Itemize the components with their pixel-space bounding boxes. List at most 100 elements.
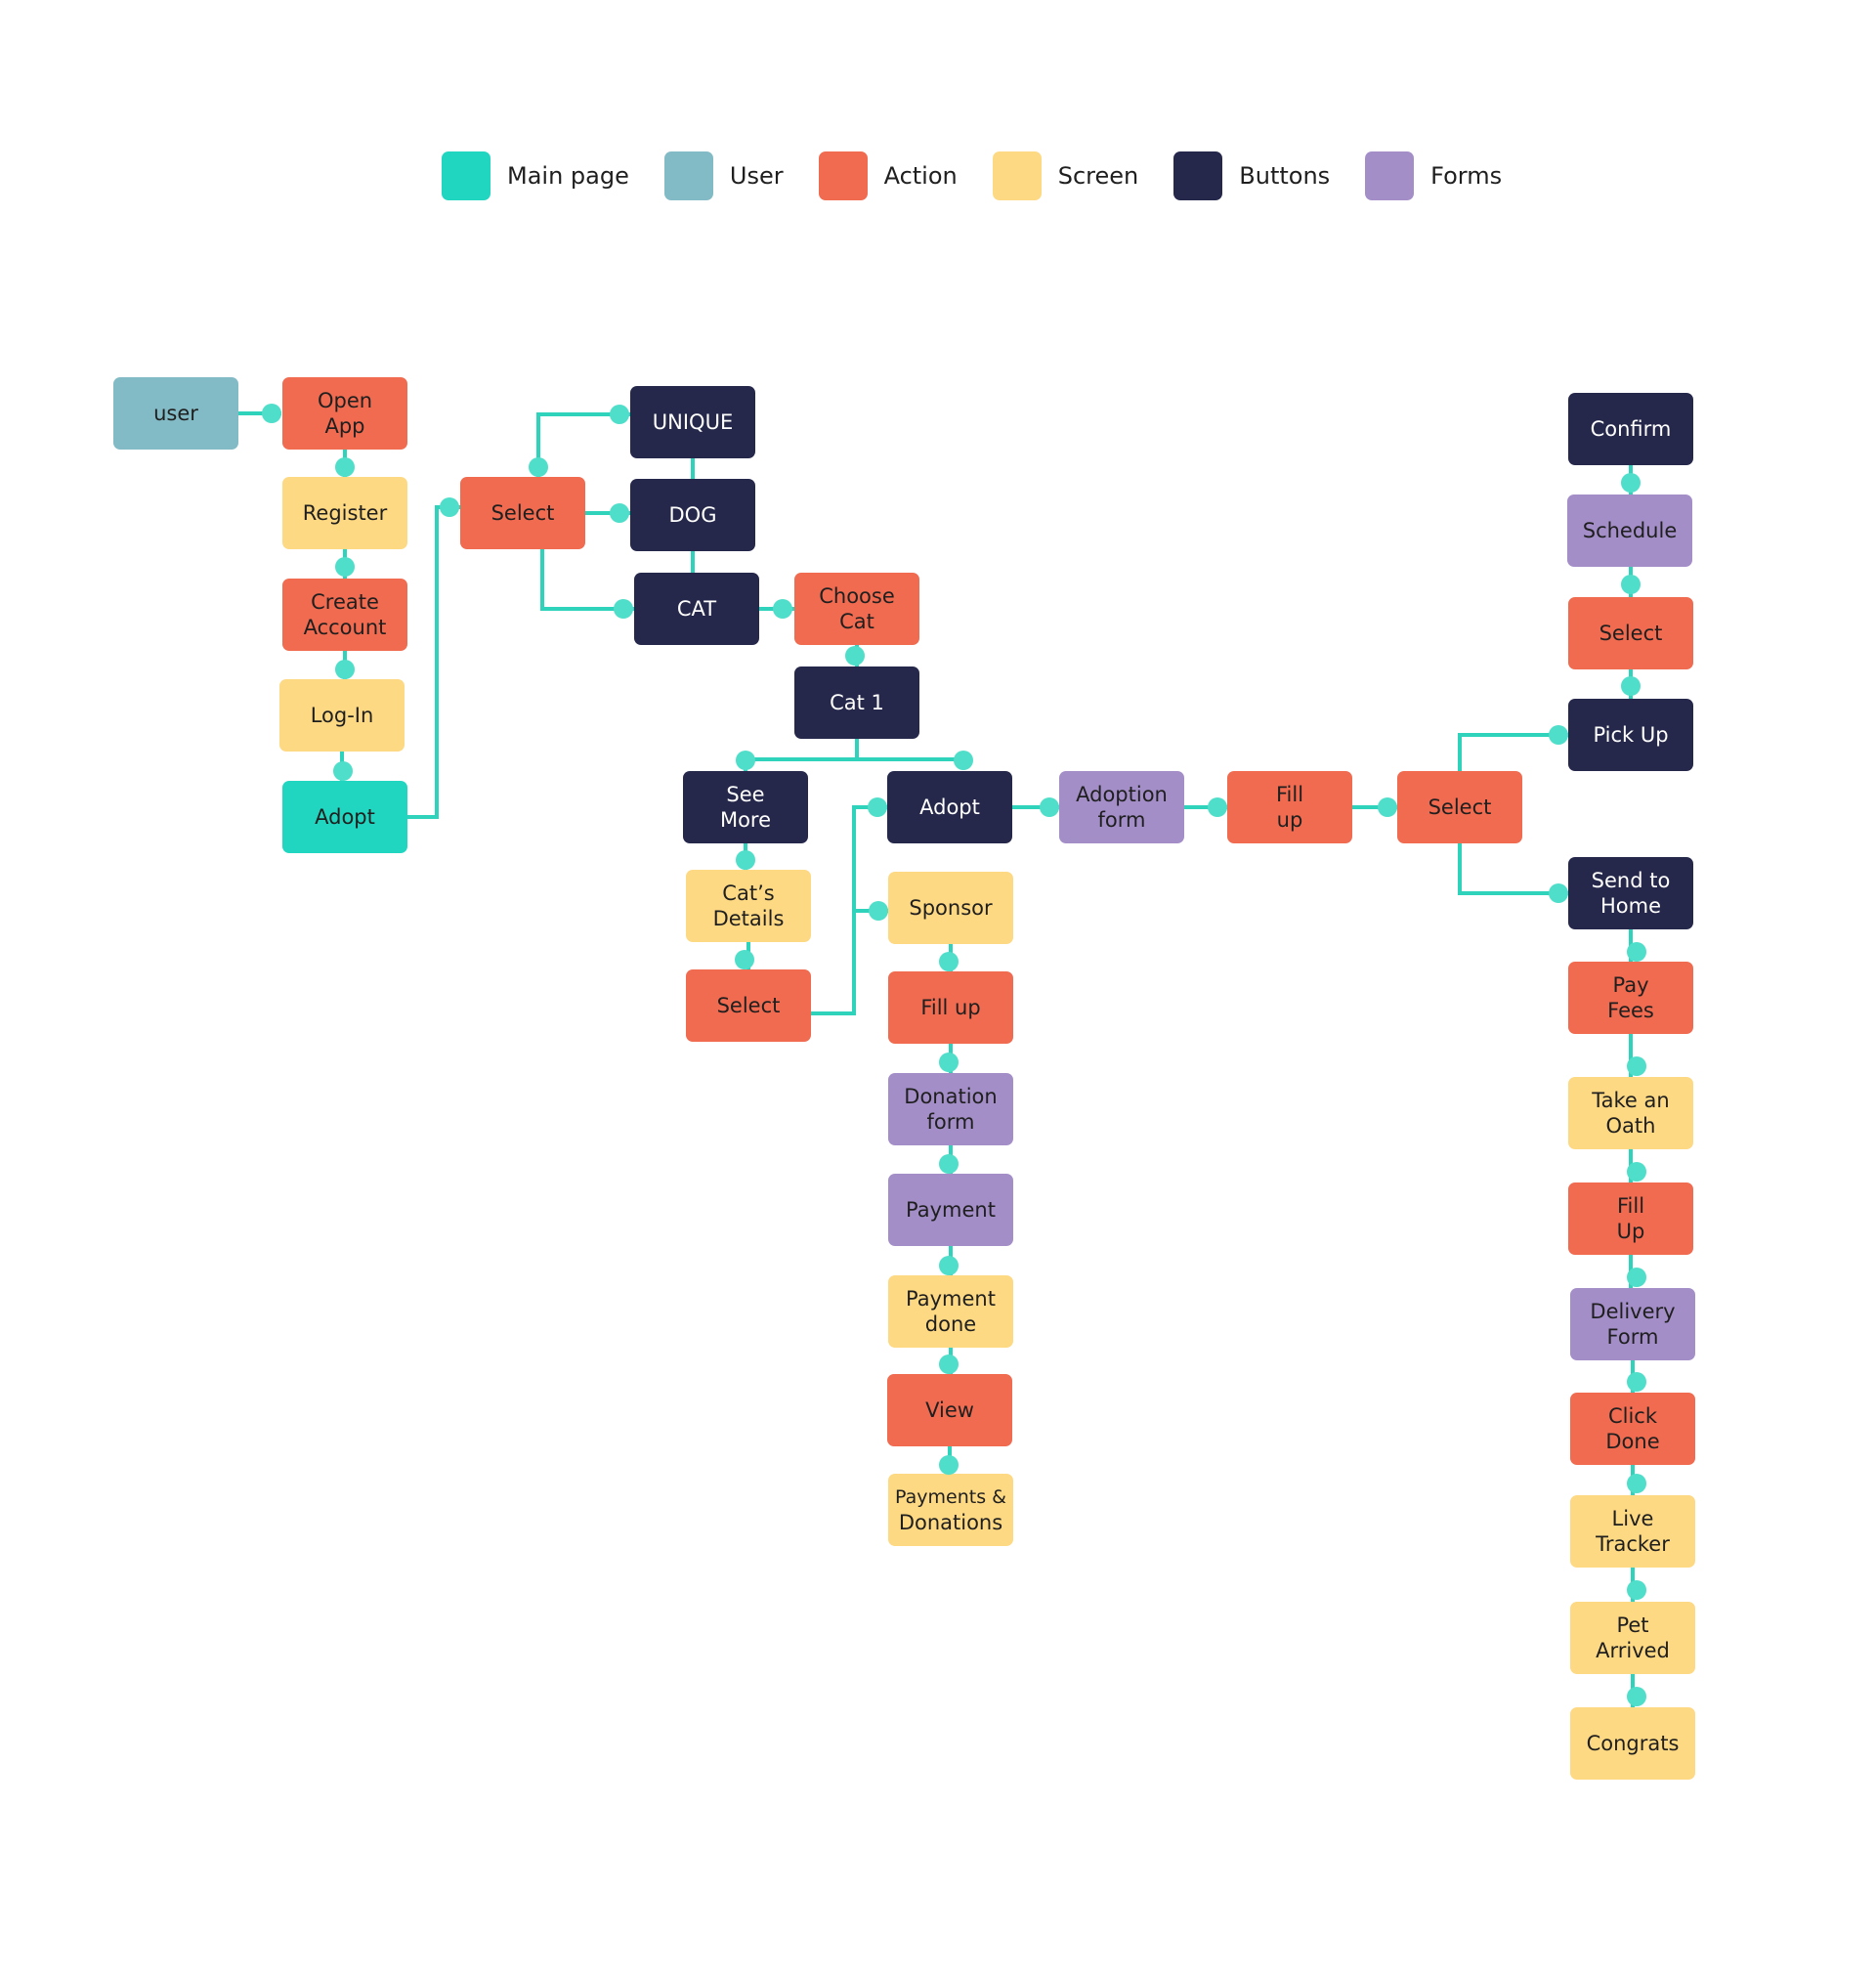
node-label: Confirm <box>1591 417 1672 441</box>
connector-dot <box>773 599 792 619</box>
node-label: Payments & <box>895 1486 1006 1508</box>
connector-dot <box>335 457 355 477</box>
node-layer: userOpenAppRegisterCreateAccountLog-InAd… <box>113 377 1695 1780</box>
node-box <box>1570 1495 1695 1568</box>
node-cat1: Cat 1 <box>794 666 919 739</box>
node-label: form <box>1098 808 1146 832</box>
node-box <box>279 679 405 752</box>
node-box <box>686 969 811 1042</box>
connector-dot <box>1627 1056 1646 1076</box>
legend-item-main-page: Main page <box>442 151 629 200</box>
connector-dot <box>1549 725 1568 745</box>
legend-swatch-forms <box>1365 151 1415 200</box>
node-confirm: Confirm <box>1568 393 1693 465</box>
node-box <box>888 872 1013 944</box>
connector-dot <box>614 599 633 619</box>
connector-dot <box>262 404 281 423</box>
node-box <box>282 477 407 549</box>
node-label: Select <box>1599 622 1663 645</box>
node-label: Donations <box>899 1511 1002 1534</box>
node-login: Log-In <box>279 679 405 752</box>
connector-dot <box>1627 1372 1646 1392</box>
node-box <box>630 479 755 551</box>
node-label: Register <box>303 501 388 525</box>
node-label: Select <box>1428 796 1492 819</box>
node-label: user <box>153 402 198 425</box>
node-label: Cat <box>839 610 874 633</box>
connector-dot <box>1627 1268 1646 1287</box>
node-congrats: Congrats <box>1570 1707 1695 1780</box>
connector-dot <box>1208 797 1227 817</box>
connector-dot <box>1621 473 1641 493</box>
connector-line <box>536 412 630 477</box>
node-box <box>1570 1707 1695 1780</box>
connector-dot <box>939 1154 959 1174</box>
node-label: Delivery <box>1590 1300 1675 1323</box>
node-payment: Payment <box>888 1174 1013 1246</box>
legend-item-action: Action <box>818 151 958 200</box>
node-label: Take an <box>1591 1089 1669 1112</box>
connector-dot <box>939 952 959 971</box>
node-box <box>888 1474 1013 1546</box>
node-adopt-main: Adopt <box>282 781 407 853</box>
legend-label-main-page: Main page <box>507 162 629 190</box>
node-box <box>888 1073 1013 1145</box>
connector-dot <box>954 751 973 770</box>
node-label: Live <box>1612 1507 1654 1530</box>
connector-dot <box>1627 1580 1646 1600</box>
legend-swatch-user <box>663 151 713 200</box>
node-box <box>1567 494 1692 567</box>
legend-item-user: User <box>663 151 784 200</box>
connector-dot <box>610 503 629 523</box>
node-box <box>282 781 407 853</box>
node-label: Form <box>1607 1325 1659 1349</box>
node-label: CAT <box>677 597 716 621</box>
node-label: Home <box>1600 894 1661 918</box>
node-label: Adoption <box>1076 783 1168 806</box>
node-box <box>1568 699 1693 771</box>
connector-dot <box>335 660 355 679</box>
node-box <box>888 1174 1013 1246</box>
node-box <box>634 573 759 645</box>
connector-dot <box>939 1455 959 1475</box>
node-box <box>113 377 238 450</box>
node-box <box>1568 1077 1693 1149</box>
node-cat: CAT <box>634 573 759 645</box>
node-dog: DOG <box>630 479 755 551</box>
node-select-delivery: Select <box>1397 771 1522 843</box>
legend-item-screen: Screen <box>992 151 1138 200</box>
node-label: Pet <box>1616 1613 1648 1637</box>
node-label: Adopt <box>919 796 980 819</box>
connector-dot <box>529 457 548 477</box>
node-label: Adopt <box>315 805 375 829</box>
connector-dot <box>440 497 459 517</box>
node-label: Congrats <box>1587 1732 1680 1755</box>
node-register: Register <box>282 477 407 549</box>
node-box <box>1568 962 1693 1034</box>
node-select-cat: Select <box>686 969 811 1042</box>
node-select-pet: Select <box>460 477 585 549</box>
node-label: Open <box>318 389 372 412</box>
node-box <box>1568 1182 1693 1255</box>
node-box <box>683 771 808 843</box>
node-box <box>460 477 585 549</box>
legend-item-buttons: Buttons <box>1173 151 1330 200</box>
node-label: Details <box>713 907 785 930</box>
node-box <box>888 1275 1013 1348</box>
node-box <box>282 377 407 450</box>
connector-dot <box>1549 883 1568 903</box>
node-label: Sponsor <box>909 896 993 920</box>
connector-dot <box>736 751 755 770</box>
node-label: done <box>925 1312 976 1336</box>
